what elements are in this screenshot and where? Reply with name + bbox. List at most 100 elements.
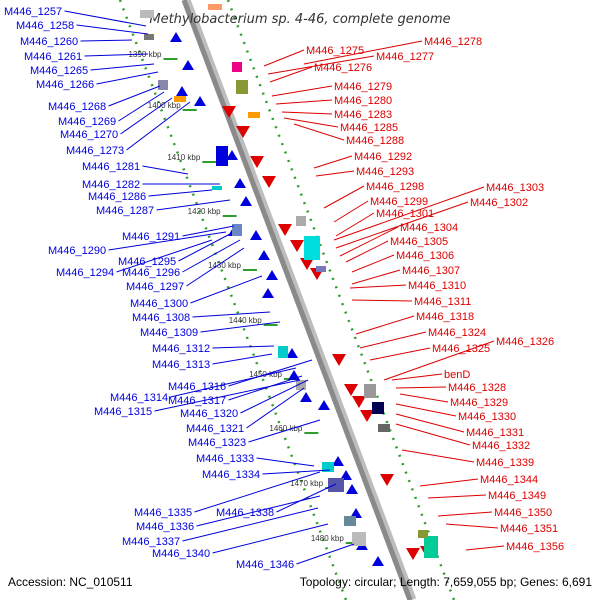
reverse-gene-label[interactable]: M446_1324 xyxy=(428,327,486,339)
reverse-gene-label[interactable]: M446_1330 xyxy=(458,411,516,423)
kbp-tick-label: 1470 kbp xyxy=(290,479,323,488)
forward-label-leader xyxy=(296,543,355,565)
reverse-gene-label[interactable]: benD xyxy=(444,369,470,381)
forward-gene-label[interactable]: M446_1312 xyxy=(152,343,210,355)
reverse-gene-label[interactable]: M446_1326 xyxy=(496,336,554,348)
forward-gene-label[interactable]: M446_1265 xyxy=(30,65,88,77)
forward-gene-label[interactable]: M446_1270 xyxy=(60,129,118,141)
forward-gene-label[interactable]: M446_1258 xyxy=(16,20,74,32)
reverse-label-leader xyxy=(267,55,375,75)
reverse-gene-label[interactable]: M446_1325 xyxy=(432,343,490,355)
reverse-gene-label[interactable]: M446_1298 xyxy=(366,181,424,193)
forward-gene-label[interactable]: M446_1297 xyxy=(126,281,184,293)
reverse-gene-label[interactable]: M446_1285 xyxy=(340,122,398,134)
forward-gene-label[interactable]: M446_1333 xyxy=(196,453,254,465)
reverse-gene-label[interactable]: M446_1331 xyxy=(466,427,524,439)
reverse-gene-label[interactable]: M446_1276 xyxy=(314,62,372,74)
reverse-gene-label[interactable]: M446_1311 xyxy=(414,296,471,308)
forward-gene-label[interactable]: M446_1321 xyxy=(186,423,244,435)
reverse-gene-label[interactable]: M446_1283 xyxy=(334,109,392,121)
reverse-label-leader xyxy=(323,185,365,209)
forward-gene-label[interactable]: M446_1266 xyxy=(36,79,94,91)
forward-gene-label[interactable]: M446_1346 xyxy=(236,559,294,571)
forward-gene-label[interactable]: M446_1273 xyxy=(66,145,124,157)
reverse-gene-label[interactable]: M446_1277 xyxy=(376,51,434,63)
reverse-label-leader xyxy=(315,170,355,177)
reverse-gene-label[interactable]: M446_1339 xyxy=(476,457,534,469)
reverse-gene-label[interactable]: M446_1293 xyxy=(356,166,414,178)
forward-gene-label[interactable]: M446_1281 xyxy=(82,161,140,173)
reverse-gene-block xyxy=(232,62,242,72)
reverse-gene-label[interactable]: M446_1356 xyxy=(506,541,564,553)
reverse-label-leader xyxy=(269,66,313,83)
reverse-gene-label[interactable]: M446_1301 xyxy=(376,208,434,220)
reverse-label-leader xyxy=(293,123,345,141)
reverse-label-leaders xyxy=(263,40,505,551)
reverse-label-leader xyxy=(335,201,469,249)
reverse-gene-label[interactable]: M446_1304 xyxy=(400,222,458,234)
reverse-gene-label[interactable]: M446_1350 xyxy=(494,507,552,519)
forward-gene-label[interactable]: M446_1308 xyxy=(132,312,190,324)
reverse-label-leader xyxy=(335,212,375,237)
forward-gene-block xyxy=(344,516,356,526)
forward-gene-label[interactable]: M446_1282 xyxy=(82,179,140,191)
reverse-gene-label[interactable]: M446_1307 xyxy=(402,265,460,277)
forward-gene-label[interactable]: M446_1257 xyxy=(4,6,62,18)
reverse-label-leader xyxy=(427,494,487,499)
reverse-gene-label[interactable]: M446_1299 xyxy=(370,196,428,208)
reverse-gene-label[interactable]: M446_1275 xyxy=(306,45,364,57)
forward-gene-label[interactable]: M446_1338 xyxy=(216,507,274,519)
forward-gene-label[interactable]: M446_1261 xyxy=(24,51,82,63)
reverse-gene-label[interactable]: M446_1328 xyxy=(448,382,506,394)
forward-label-leader xyxy=(200,321,281,333)
reverse-gene-label[interactable]: M446_1302 xyxy=(470,197,528,209)
forward-gene-arrow xyxy=(226,150,238,160)
forward-gene-label[interactable]: M446_1337 xyxy=(122,536,180,548)
forward-gene-label[interactable]: M446_1287 xyxy=(96,205,154,217)
forward-gene-label[interactable]: M446_1314 xyxy=(110,392,168,404)
forward-gene-label[interactable]: M446_1290 xyxy=(48,245,106,257)
reverse-gene-label[interactable]: M446_1303 xyxy=(486,182,544,194)
forward-gene-label[interactable]: M446_1294 xyxy=(56,267,114,279)
reverse-gene-label[interactable]: M446_1329 xyxy=(450,397,508,409)
forward-gene-arrow xyxy=(258,250,270,260)
reverse-gene-label[interactable]: M446_1344 xyxy=(480,474,538,486)
reverse-gene-label[interactable]: M446_1280 xyxy=(334,95,392,107)
forward-gene-label[interactable]: M446_1317 xyxy=(168,395,226,407)
reverse-label-leader xyxy=(333,200,369,223)
reverse-gene-label[interactable]: M446_1318 xyxy=(416,311,474,323)
forward-gene-label[interactable]: M446_1340 xyxy=(152,548,210,560)
reverse-gene-label[interactable]: M446_1305 xyxy=(390,236,448,248)
reverse-gene-label[interactable]: M446_1310 xyxy=(408,280,466,292)
forward-gene-label[interactable]: M446_1296 xyxy=(122,267,180,279)
reverse-gene-label[interactable]: M446_1278 xyxy=(424,36,482,48)
forward-gene-label[interactable]: M446_1335 xyxy=(134,507,192,519)
forward-gene-label[interactable]: M446_1315 xyxy=(94,406,152,418)
forward-gene-label[interactable]: M446_1309 xyxy=(140,327,198,339)
forward-gene-label[interactable]: M446_1268 xyxy=(48,101,106,113)
forward-label-leader xyxy=(108,85,161,107)
reverse-gene-label[interactable]: M446_1292 xyxy=(354,151,412,163)
forward-gene-label[interactable]: M446_1269 xyxy=(58,116,116,128)
reverse-gene-label[interactable]: M446_1306 xyxy=(396,250,454,262)
forward-gene-label[interactable]: M446_1295 xyxy=(118,256,176,268)
forward-gene-label[interactable]: M446_1313 xyxy=(152,359,210,371)
forward-gene-block xyxy=(212,186,222,190)
forward-gene-label[interactable]: M446_1260 xyxy=(20,36,78,48)
forward-gene-label[interactable]: M446_1286 xyxy=(88,191,146,203)
forward-gene-label[interactable]: M446_1316 xyxy=(168,381,226,393)
reverse-gene-label[interactable]: M446_1351 xyxy=(500,523,558,535)
reverse-gene-label[interactable]: M446_1349 xyxy=(488,490,546,502)
forward-gene-label[interactable]: M446_1323 xyxy=(188,437,246,449)
reverse-gene-block xyxy=(208,4,222,10)
forward-gene-label[interactable]: M446_1300 xyxy=(130,298,188,310)
forward-label-leader xyxy=(182,507,319,542)
forward-gene-label[interactable]: M446_1320 xyxy=(180,408,238,420)
forward-gene-label[interactable]: M446_1336 xyxy=(136,521,194,533)
reverse-gene-label[interactable]: M446_1279 xyxy=(334,81,392,93)
forward-gene-label[interactable]: M446_1334 xyxy=(202,469,260,481)
forward-gene-label[interactable]: M446_1291 xyxy=(122,231,180,243)
reverse-gene-label[interactable]: M446_1288 xyxy=(346,135,404,147)
reverse-gene-label[interactable]: M446_1332 xyxy=(472,440,530,452)
